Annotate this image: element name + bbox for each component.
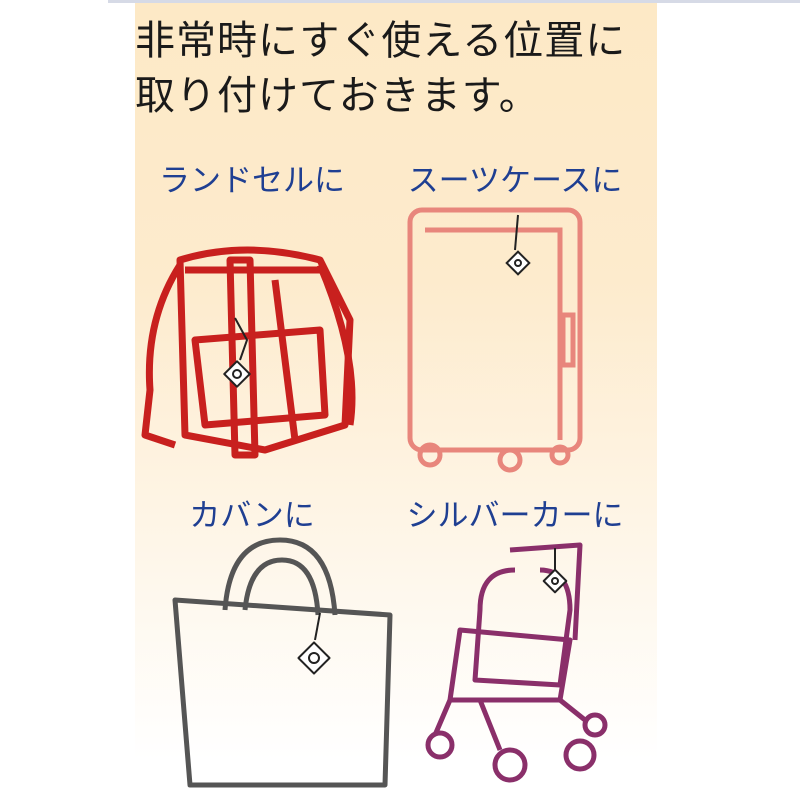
tote-bag-icon bbox=[172, 537, 393, 788]
label-suitcase: スーツケースに bbox=[407, 163, 623, 199]
label-backpack: ランドセルに bbox=[159, 163, 345, 199]
suitcase-icon bbox=[407, 207, 583, 473]
label-walker: シルバーカーに bbox=[406, 498, 624, 534]
content-panel bbox=[135, 3, 657, 800]
top-border bbox=[108, 0, 800, 3]
headline-line-1: 非常時にすぐ使える位置に bbox=[135, 18, 627, 64]
headline-line-2: 取り付けておきます。 bbox=[135, 73, 540, 119]
headline: 非常時にすぐ使える位置に 取り付けておきます。 bbox=[135, 14, 665, 124]
label-bag: カバンに bbox=[189, 498, 315, 534]
school-backpack-icon bbox=[141, 246, 356, 459]
walker-cart-icon bbox=[425, 542, 608, 783]
